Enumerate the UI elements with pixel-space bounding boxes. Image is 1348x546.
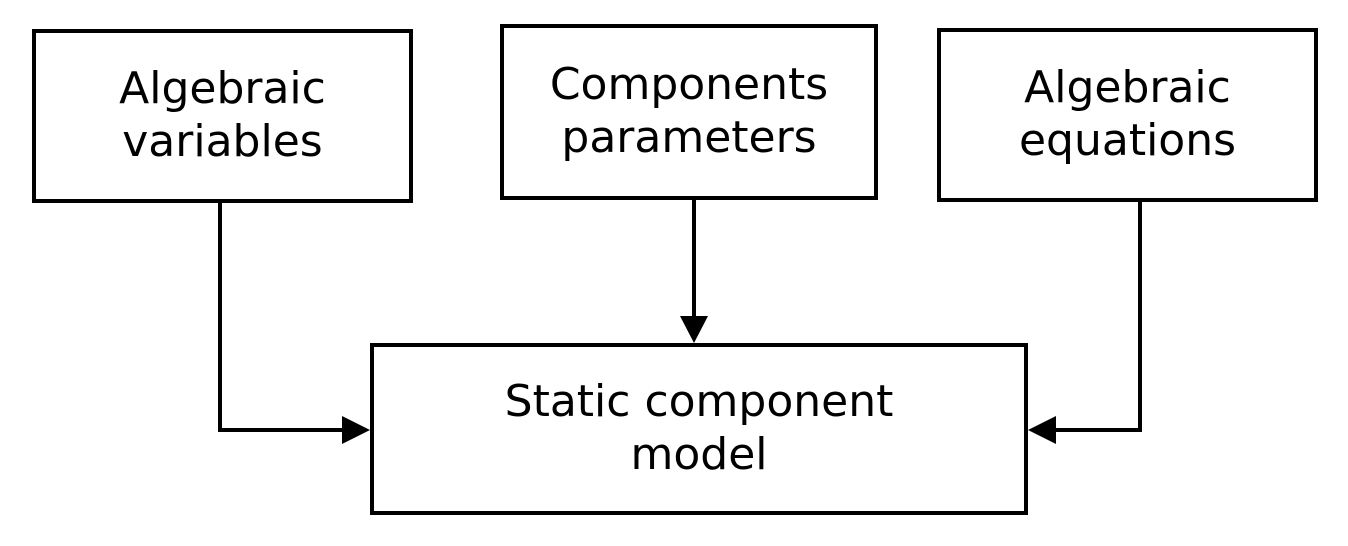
arrow-algebraic-equations-to-model xyxy=(1028,200,1142,444)
label-line: Components xyxy=(549,59,829,111)
box-components-parameters-label: Components parameters xyxy=(550,59,828,165)
arrow-algebraic-variables-to-model xyxy=(218,201,370,444)
arrowhead-left-icon xyxy=(1028,416,1056,444)
arrowhead-down-icon xyxy=(680,316,708,343)
label-line: Algebraic xyxy=(1024,62,1231,114)
label-line: Algebraic xyxy=(119,63,326,115)
box-static-component-model-label: Static component model xyxy=(505,376,894,482)
arrowhead-right-icon xyxy=(342,416,370,444)
box-static-component-model: Static component model xyxy=(370,343,1028,515)
label-line: Static component xyxy=(504,376,894,428)
box-algebraic-equations-label: Algebraic equations xyxy=(1019,62,1236,168)
arrow-components-parameters-to-model xyxy=(680,198,708,343)
box-components-parameters: Components parameters xyxy=(500,24,878,200)
label-line: variables xyxy=(122,116,323,167)
box-algebraic-variables: Algebraic variables xyxy=(32,29,413,203)
box-algebraic-equations: Algebraic equations xyxy=(937,28,1318,202)
label-line: equations xyxy=(1018,115,1237,166)
box-algebraic-variables-label: Algebraic variables xyxy=(119,63,326,169)
label-line: model xyxy=(630,429,768,480)
label-line: parameters xyxy=(561,112,817,163)
